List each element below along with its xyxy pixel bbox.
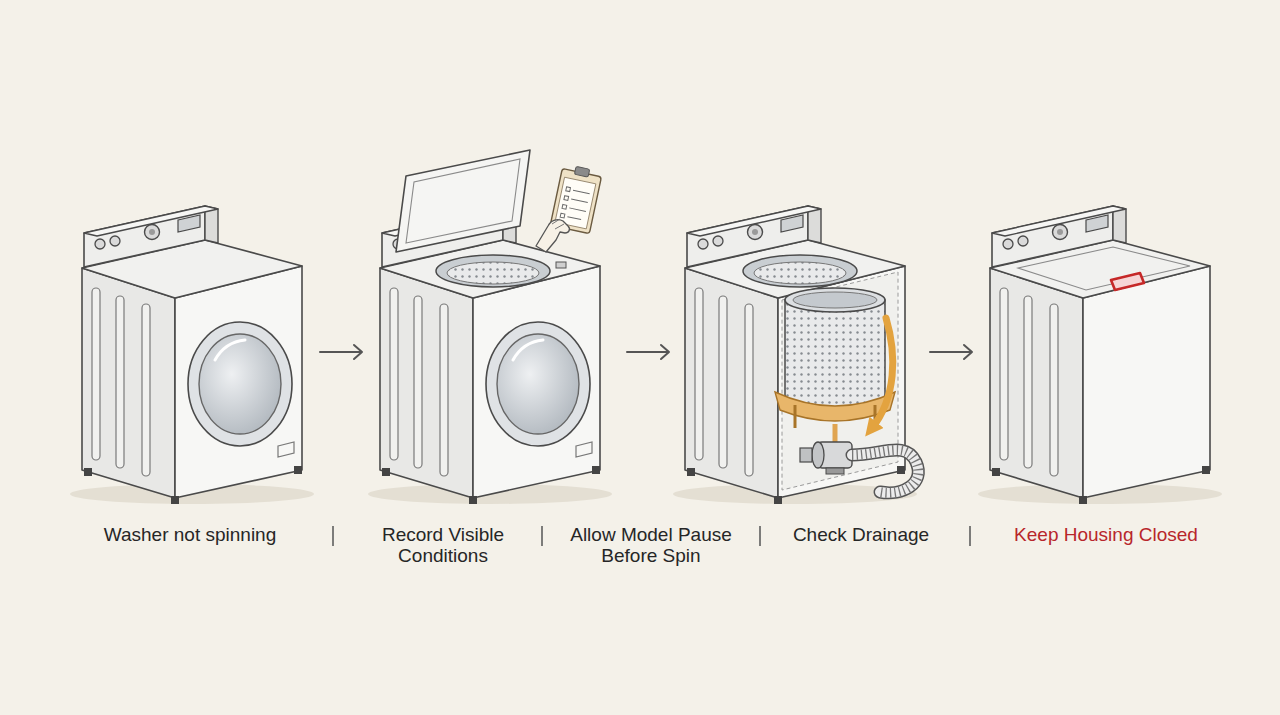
washer-closed (70, 206, 314, 504)
drum-basket (754, 262, 846, 284)
step-arrow (627, 345, 669, 359)
drum-basket (447, 262, 539, 284)
caption-divider (759, 526, 761, 546)
cutaway-interior (795, 405, 875, 428)
drain-hose (852, 450, 918, 493)
drum-opening (743, 255, 857, 287)
step-label: Washer not spinning (60, 524, 320, 545)
lid-latch (556, 262, 566, 268)
washer-body (70, 206, 314, 504)
washer-door (486, 322, 592, 457)
washer-body (673, 206, 917, 504)
drain-pump (826, 468, 844, 474)
caption-divider (969, 526, 971, 546)
step-arrow (320, 345, 972, 359)
cutaway-interior (793, 292, 877, 308)
lid-panel (406, 159, 520, 243)
caption-divider (541, 526, 543, 546)
step-arrow (320, 345, 362, 359)
washer-housing-closed (978, 206, 1222, 504)
drain-pump (812, 442, 824, 468)
drain-hose (852, 450, 918, 493)
step-arrow (930, 345, 972, 359)
step-label: Record Visible Conditions (368, 524, 518, 566)
step-label: Keep Housing Closed (976, 524, 1236, 545)
lock-tab (1111, 273, 1144, 290)
step-label: Check Drainage (761, 524, 961, 545)
caption-divider (332, 526, 334, 546)
drain-hose (852, 450, 918, 493)
raised-lid (396, 150, 530, 252)
hand (536, 220, 569, 252)
washer-lid-open (368, 150, 612, 504)
washer-body (978, 206, 1222, 504)
clipboard (560, 187, 590, 222)
drain-pump (800, 442, 852, 474)
clipboard (574, 166, 589, 177)
drum-opening (436, 255, 550, 287)
washer-cutaway (673, 206, 917, 504)
washer-door (188, 322, 294, 457)
hand (552, 219, 564, 229)
cutaway-interior (785, 300, 885, 407)
step-label: Allow Model Pause Before Spin (559, 524, 744, 566)
closed-lid (1018, 247, 1190, 290)
drain-hose (852, 450, 918, 493)
water-flow-arrow (872, 318, 893, 428)
water-flow-arrow (872, 318, 893, 428)
drain-pump (800, 448, 812, 462)
cutaway-interior (785, 288, 885, 312)
hand (536, 219, 569, 252)
